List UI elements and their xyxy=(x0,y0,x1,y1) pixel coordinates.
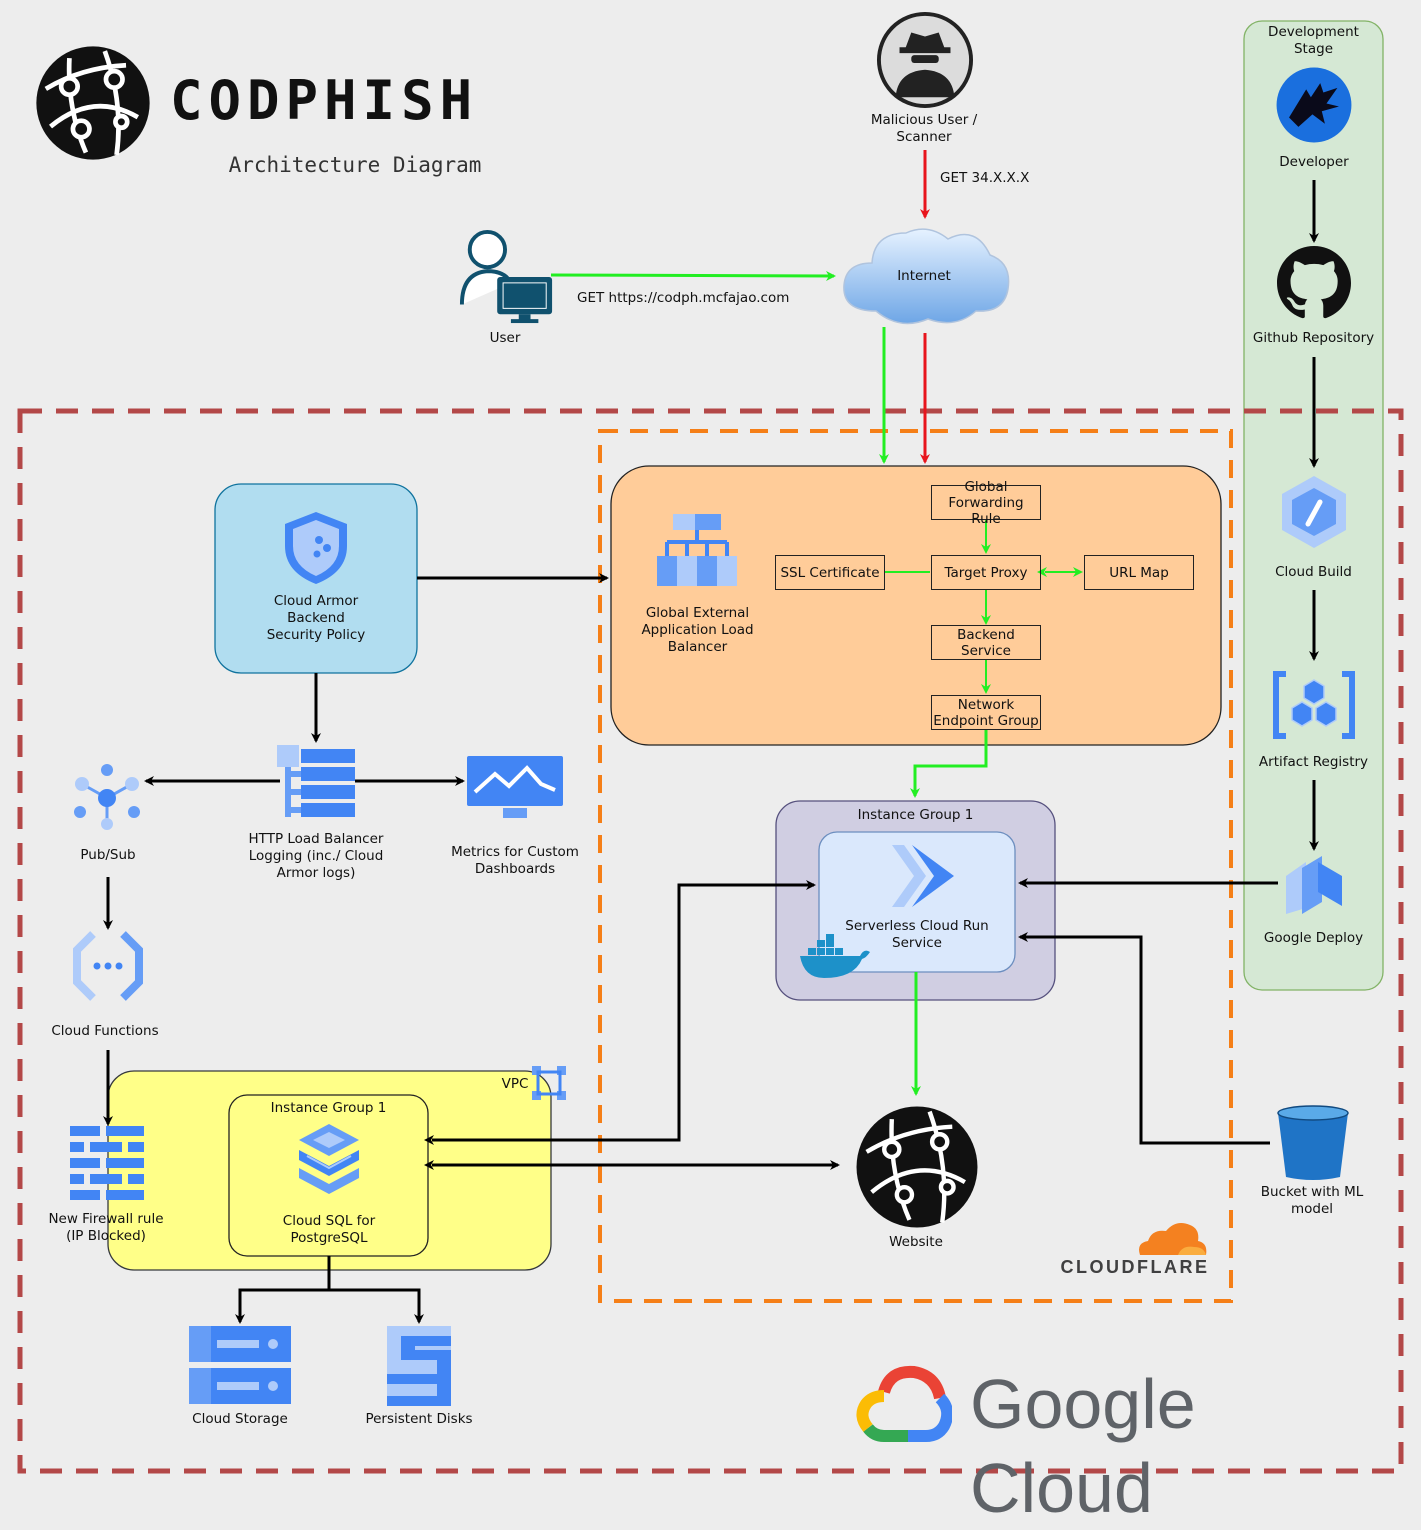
github-icon xyxy=(1277,246,1351,319)
logging-icon xyxy=(277,745,355,817)
cloudflare-logo xyxy=(1139,1223,1207,1255)
brand-name: CODPHISH xyxy=(170,69,479,132)
backend-service-box: Backend Service xyxy=(931,625,1041,660)
website-label: Website xyxy=(889,1234,943,1250)
storage-icon xyxy=(189,1326,291,1404)
github-label: Github Repository xyxy=(1252,330,1375,346)
architecture-diagram: CODPHISH Architecture Diagram Malicious … xyxy=(17,11,1404,1527)
internet-label: Internet xyxy=(897,268,951,284)
brand-subtitle: Architecture Diagram xyxy=(228,153,482,177)
malicious-user-label: Malicious User / Scanner xyxy=(870,112,978,145)
docker-icon xyxy=(800,934,870,978)
cloud-sql-label: Cloud SQL for PostgreSQL xyxy=(282,1213,376,1246)
bucket-label: Bucket with ML model xyxy=(1260,1184,1364,1217)
monitoring-icon xyxy=(467,756,563,818)
cloudflare-text: CLOUDFLARE xyxy=(1060,1257,1210,1277)
disk-icon xyxy=(387,1326,451,1406)
functions-icon xyxy=(73,931,143,1001)
pubsub-icon xyxy=(74,764,140,830)
cloud-run-icon xyxy=(892,845,954,907)
arrow-bucket-run xyxy=(1018,932,1270,1145)
globe-icon xyxy=(36,46,150,160)
vpc-icon xyxy=(532,1066,566,1100)
storage-label: Cloud Storage xyxy=(192,1411,288,1427)
shield-icon xyxy=(285,512,347,584)
functions-label: Cloud Functions xyxy=(51,1023,159,1039)
google-cloud-logo xyxy=(856,1365,952,1442)
arrow-sql-disks xyxy=(329,1288,424,1324)
url-map-box: URL Map xyxy=(1084,555,1194,590)
cloud-build-icon xyxy=(1282,476,1346,548)
cloudflare-boundary xyxy=(598,429,1233,1303)
artifact-registry-label: Artifact Registry xyxy=(1258,754,1369,770)
arrow-sql-run xyxy=(424,880,816,1145)
load-balancer-panel xyxy=(610,465,1222,746)
firewall-label: New Firewall rule (IP Blocked) xyxy=(48,1211,164,1244)
load-balancer-icon xyxy=(657,514,737,586)
developer-icon xyxy=(1276,67,1352,143)
google-deploy-icon xyxy=(1286,856,1342,914)
instance-group-sql-label: Instance Group 1 xyxy=(270,1100,387,1116)
metrics-label: Metrics for Custom Dashboards xyxy=(451,844,579,877)
artifact-registry-icon xyxy=(1273,671,1355,739)
arrow-sql-storage xyxy=(235,1256,331,1324)
cloud-armor-label: Cloud Armor Backend Security Policy xyxy=(266,593,366,643)
disks-label: Persistent Disks xyxy=(365,1411,473,1427)
cloud-build-label: Cloud Build xyxy=(1275,564,1352,580)
google-cloud-text: Google Cloud xyxy=(970,1365,1196,1527)
developer-label: Developer xyxy=(1279,154,1349,170)
instance-group-run-label: Instance Group 1 xyxy=(857,807,974,823)
cloud-run-label: Serverless Cloud Run Service xyxy=(845,918,989,951)
diagram-canvas xyxy=(17,20,1404,1474)
website-globe-icon xyxy=(856,1106,978,1228)
vpc-label: VPC xyxy=(501,1076,529,1092)
arrow-user-internet xyxy=(550,270,836,281)
bucket-icon xyxy=(1277,1105,1349,1180)
user-request-label: GET https://codph.mcfajao.com xyxy=(577,290,790,306)
dev-stage-title: Development Stage xyxy=(1268,24,1359,57)
gcp-boundary xyxy=(17,408,1404,1474)
firewall-icon xyxy=(70,1126,144,1200)
ssl-certificate-box: SSL Certificate xyxy=(775,555,885,590)
cloud-icon xyxy=(843,228,1010,325)
malicious-request-label: GET 34.X.X.X xyxy=(940,170,1030,186)
neg-box: Network Endpoint Group xyxy=(931,695,1041,730)
user-icon xyxy=(459,229,553,324)
load-balancer-label: Global External Application Load Balance… xyxy=(641,605,754,655)
cloud-sql-icon xyxy=(299,1124,359,1194)
forwarding-rule-box: Global Forwarding Rule xyxy=(931,479,1041,527)
user-label: User xyxy=(489,330,521,346)
pubsub-label: Pub/Sub xyxy=(80,847,136,863)
hacker-icon xyxy=(876,11,974,109)
target-proxy-box: Target Proxy xyxy=(931,555,1041,590)
arrow-neg-instance xyxy=(910,730,988,798)
google-deploy-label: Google Deploy xyxy=(1263,930,1364,946)
logging-label: HTTP Load Balancer Logging (inc./ Cloud … xyxy=(248,831,384,881)
